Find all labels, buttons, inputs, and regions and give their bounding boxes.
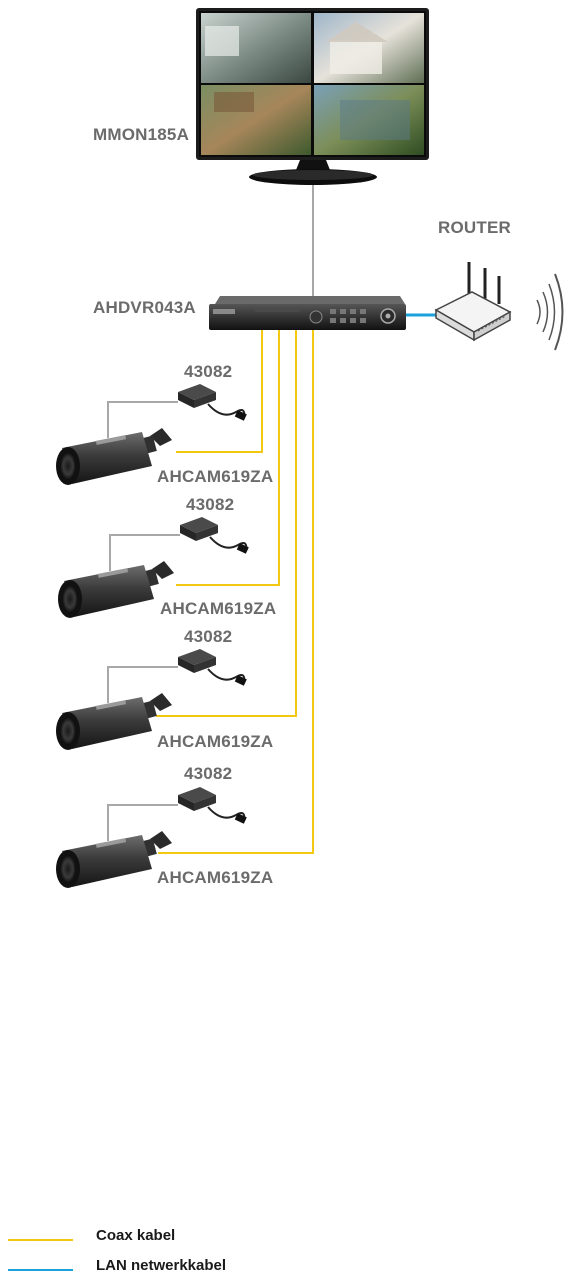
camera-group-4 <box>56 787 247 888</box>
camera-label-4: AHCAM619ZA <box>157 868 274 887</box>
wifi-icon <box>536 273 564 351</box>
dvr-label: AHDVR043A <box>93 298 196 317</box>
camera-group-2 <box>58 517 249 618</box>
bullet-camera-icon <box>56 428 172 485</box>
power-adapter-icon <box>178 787 247 824</box>
adapter-label-2: 43082 <box>186 495 235 514</box>
legend <box>8 1239 73 1271</box>
legend-label-coax: Coax kabel <box>96 1227 176 1244</box>
coax-cable-4 <box>158 330 314 854</box>
coax-cable-2 <box>176 330 280 586</box>
camera-group-1 <box>56 384 247 485</box>
legend-label-lan: LAN netwerkkabel <box>96 1257 227 1274</box>
bullet-camera-icon <box>56 693 172 750</box>
camera-label-1: AHCAM619ZA <box>157 467 274 486</box>
bullet-camera-icon <box>58 561 174 618</box>
monitor-label: MMON185A <box>93 125 190 144</box>
adapter-label-3: 43082 <box>184 627 233 646</box>
bullet-camera-icon <box>56 831 172 888</box>
router-label: ROUTER <box>438 218 511 237</box>
camera-label-2: AHCAM619ZA <box>160 599 277 618</box>
adapter-label-1: 43082 <box>184 362 233 381</box>
camera-label-3: AHCAM619ZA <box>157 732 274 751</box>
power-adapter-icon <box>178 384 247 421</box>
coax-cable-3 <box>156 330 297 717</box>
monitor-icon <box>196 8 429 185</box>
power-adapter-icon <box>178 649 247 686</box>
router-icon <box>434 262 512 342</box>
coax-cable-1 <box>176 330 263 453</box>
dvr-icon <box>209 296 406 330</box>
camera-group-3 <box>56 649 247 750</box>
power-adapter-icon <box>180 517 249 554</box>
adapter-label-4: 43082 <box>184 764 233 783</box>
